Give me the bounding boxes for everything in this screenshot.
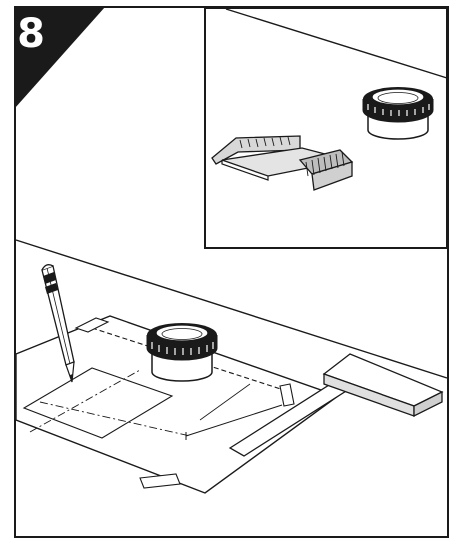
pencil xyxy=(41,264,75,383)
traced-rectangle xyxy=(22,367,174,439)
step-number: 8 xyxy=(17,11,45,57)
block xyxy=(322,353,444,418)
loupe-inset xyxy=(362,87,434,140)
inset-panel xyxy=(204,7,448,249)
main-scene xyxy=(15,239,448,494)
slide-holder-inset xyxy=(211,135,354,191)
loupe-main xyxy=(146,323,218,382)
tape-top xyxy=(74,317,110,333)
tape-bottom xyxy=(139,473,181,489)
tape-right xyxy=(279,383,295,407)
step-badge xyxy=(15,7,105,108)
